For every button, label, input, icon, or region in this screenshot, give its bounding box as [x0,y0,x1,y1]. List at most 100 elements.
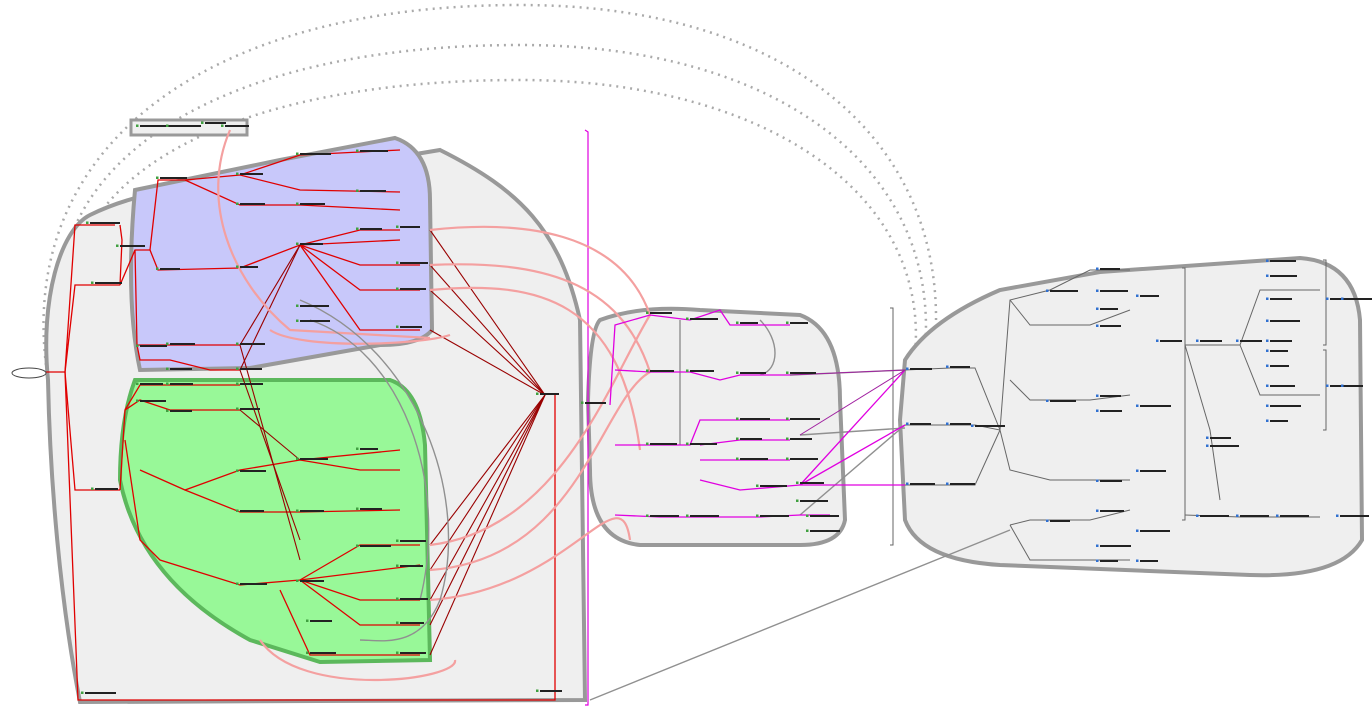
node-label-mark [240,173,263,175]
node-label-mark [90,222,120,224]
node-label-mark [1340,515,1369,517]
node-icon [116,244,119,247]
node-label-mark [140,400,166,402]
node-icon [1266,404,1269,407]
node-icon [236,342,239,345]
root-node[interactable] [11,367,47,379]
node-icon [156,267,159,270]
node-icon [1096,267,1099,270]
node-label-mark [1270,275,1297,277]
node-label-mark [1140,295,1159,297]
node-label-mark [140,345,167,347]
node-icon [306,619,309,622]
node-icon [356,544,359,547]
node-icon [1266,364,1269,367]
node-icon [1046,519,1049,522]
node-icon [646,514,649,517]
node-icon [786,437,789,440]
node-icon [1326,297,1329,300]
node-icon [806,529,809,532]
node-icon [396,564,399,567]
node-icon [356,227,359,230]
node-label-mark [585,402,606,404]
node-icon [1266,297,1269,300]
node-label-mark [650,443,677,445]
node-label-mark [800,500,828,502]
node-label-mark [1270,320,1300,322]
node-label-mark [300,458,328,460]
node-icon [756,514,759,517]
node-label-mark [160,268,180,270]
node-label-mark [300,320,330,322]
node-label-mark [1100,290,1128,292]
node-label-mark [205,122,226,124]
node-label-mark [690,318,718,320]
node-icon [1266,274,1269,277]
node-icon [796,499,799,502]
node-label-mark [975,425,1005,427]
node-icon [166,342,169,345]
node-icon [306,651,309,654]
node-label-mark [300,243,323,245]
node-icon [736,371,739,374]
node-icon [1096,289,1099,292]
node-icon [136,399,139,402]
node-label-mark [360,228,382,230]
node-icon [1096,544,1099,547]
node-label-mark [160,177,187,179]
node-icon [1206,444,1209,447]
node-icon [536,392,539,395]
node-icon [796,481,799,484]
node-icon [356,447,359,450]
node-label-mark [1270,405,1301,407]
green-cluster [117,378,433,665]
node-label-mark [690,370,714,372]
node-icon [296,202,299,205]
node-icon [156,176,159,179]
right-cluster [897,255,1365,578]
node-label-mark [225,125,249,127]
node-label-mark [1140,470,1166,472]
node-icon [396,287,399,290]
node-label-mark [790,438,812,440]
node-label-mark [400,262,428,264]
blue-cluster [129,135,435,373]
node-label-mark [360,448,378,450]
node-label-mark [310,652,336,654]
node-label-mark [1140,560,1158,562]
node-label-mark [910,483,935,485]
node-icon [1096,307,1099,310]
node-label-mark [1280,515,1309,517]
node-label-mark [1100,395,1121,397]
node-label-mark [170,383,193,385]
node-label-mark [300,510,324,512]
node-icon [1266,339,1269,342]
node-icon [236,469,239,472]
node-label-mark [1140,530,1170,532]
node-label-mark [650,370,674,372]
bracket-lines [890,259,1327,546]
node-icon [1266,319,1269,322]
node-label-mark [810,530,840,532]
node-label-mark [1270,260,1296,262]
node-label-mark [240,368,262,370]
node-icon [646,442,649,445]
node-label-mark [1240,340,1262,342]
node-icon [1266,259,1269,262]
node-icon [236,202,239,205]
node-icon [1136,404,1139,407]
node-label-mark [790,418,820,420]
node-label-mark [1200,340,1222,342]
node-icon [236,172,239,175]
node-icon [236,582,239,585]
node-icon [1266,419,1269,422]
node-icon [1156,339,1159,342]
node-label-mark [85,692,116,694]
node-label-mark [300,305,329,307]
node-label-mark [1100,560,1118,562]
node-icon [136,344,139,347]
node-label-mark [740,322,758,324]
node-label-mark [1200,515,1229,517]
node-icon [906,367,909,370]
node-icon [1266,349,1269,352]
